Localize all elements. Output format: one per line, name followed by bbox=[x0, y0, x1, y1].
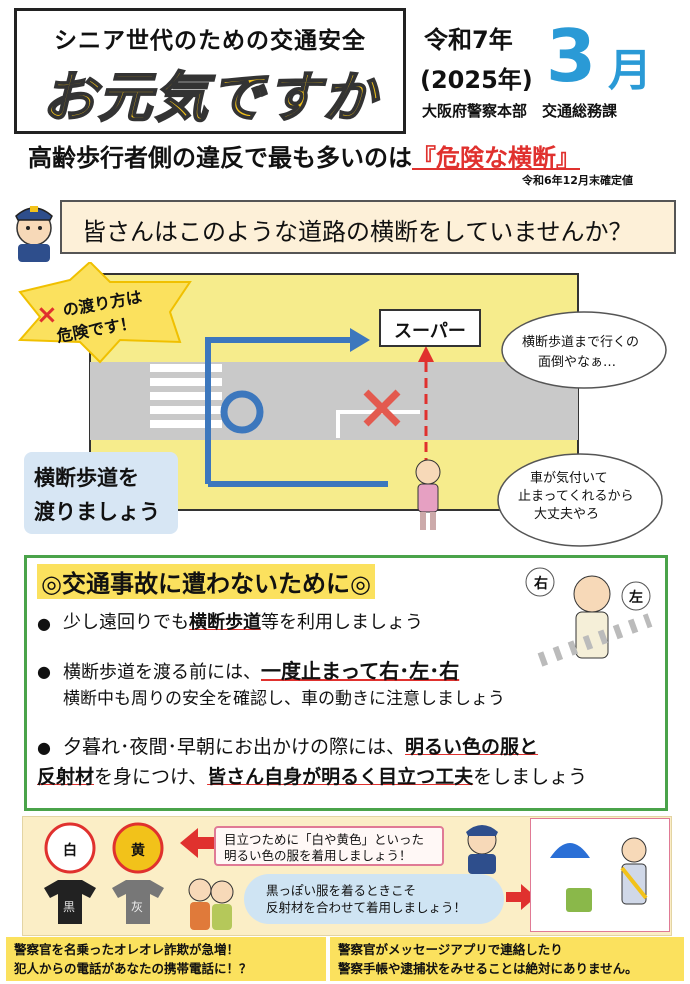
headline: 高齢歩行者側の違反で最も多いのは『危険な横断』 bbox=[28, 138, 580, 173]
danger-badge bbox=[17, 262, 192, 364]
crosswalk-label-line2: 渡りましょう bbox=[34, 500, 160, 524]
elderly-man-looking-icon bbox=[525, 567, 653, 667]
thought-bubble-1 bbox=[501, 311, 667, 389]
data-note: 令和6年12月末確定値 bbox=[522, 174, 633, 187]
bright-tip-line2: 明るい色の服を着用しましょう！ bbox=[224, 848, 412, 863]
safety-tips-box: ◎交通事故に遭わないために◎ ● 少し遠回りでも横断歩道等を利用しましょう ● … bbox=[24, 555, 668, 811]
scam-warning-right: 警察官がメッセージアプリで連絡したり 警察手帳や逮捕状をみせることは絶対にありま… bbox=[330, 937, 684, 981]
left-label: 左 bbox=[629, 590, 643, 606]
bubble2-line3: 大丈夫やろ bbox=[534, 507, 600, 522]
supermarket-sign bbox=[379, 309, 481, 347]
reflector-tip: 黒っぽい服を着るときこそ 反射材を合わせて着用しましょう！ bbox=[244, 874, 504, 924]
tip2-pre: 横断歩道を渡る前には、 bbox=[63, 662, 261, 683]
safe-route-arrow bbox=[205, 337, 350, 484]
tip3-mid: を身につけ、 bbox=[94, 766, 208, 788]
bullet-icon: ● bbox=[37, 738, 51, 757]
arrow-left-icon bbox=[180, 828, 216, 858]
ad-year: (2025年) bbox=[420, 66, 533, 94]
bubble1-line2: 面倒やなぁ… bbox=[538, 355, 617, 370]
title-box: シニア世代のための交通安全 お元気ですか bbox=[14, 8, 406, 134]
elderly-walker-icon bbox=[415, 459, 441, 530]
tip3-post: をしましょう bbox=[473, 766, 588, 788]
police-officer-icon bbox=[15, 206, 53, 262]
circle-ok-mark bbox=[220, 390, 264, 434]
issue-month-number: 3 bbox=[546, 14, 597, 98]
arrow-right-icon bbox=[506, 884, 536, 910]
bright-tip-line1: 目立つために「白や黄色」といった bbox=[224, 832, 425, 847]
warn-right-line1: 警察官がメッセージアプリで連絡したり bbox=[338, 942, 563, 957]
tip1-post: 等を利用しましょう bbox=[261, 612, 423, 633]
tip1-emphasis: 横断歩道 bbox=[189, 612, 261, 633]
police-officer-icon bbox=[466, 825, 498, 874]
reflective-gear-icon bbox=[530, 818, 670, 932]
thought-bubble-2 bbox=[497, 453, 663, 547]
warn-left-line1: 警察官を名乗ったオレオレ詐欺が急増！ bbox=[14, 942, 240, 957]
newsletter-subtitle: シニア世代のための交通安全 bbox=[54, 28, 366, 54]
bubble2-line2: 止まってくれるから bbox=[518, 489, 634, 504]
scam-warning-left: 警察官を名乗ったオレオレ詐欺が急増！ 犯人からの電話があなたの携帯電話に！？ bbox=[6, 937, 326, 981]
shirt-comparison-icon bbox=[44, 822, 164, 924]
tip2-emphasis: 一度止まって右･左･右 bbox=[261, 659, 460, 683]
bullet-icon: ● bbox=[37, 662, 51, 681]
issue-month-kanji: 月 bbox=[608, 45, 652, 96]
bullet-icon: ● bbox=[37, 614, 51, 633]
question-banner: 皆さんはこのような道路の横断をしていませんか？ bbox=[60, 200, 676, 254]
tip3-emphasis3: 皆さん自身が明るく目立つ工夫 bbox=[207, 766, 474, 788]
era-year: 令和7年 bbox=[424, 26, 513, 54]
shirt-yellow-label: 黄 bbox=[131, 843, 145, 859]
tip-1: 少し遠回りでも横断歩道等を利用しましょう bbox=[63, 610, 423, 636]
bright-clothes-tip: 目立つために「白や黄色」といった 明るい色の服を着用しましょう！ bbox=[214, 826, 444, 866]
crosswalk-label-line1: 横断歩道を bbox=[34, 466, 139, 490]
newsletter-title: お元気ですか bbox=[41, 65, 378, 130]
headline-highlight: 『危険な横断』 bbox=[412, 144, 580, 172]
question-text: 皆さんはこのような道路の横断をしていませんか？ bbox=[82, 218, 633, 246]
reflect-tip-line2: 反射材を合わせて着用しましょう！ bbox=[266, 900, 467, 915]
tip1-pre: 少し遠回りでも bbox=[63, 612, 189, 633]
tip3-emphasis: 明るい色の服と bbox=[405, 736, 539, 758]
warn-left-line2: 犯人からの電話があなたの携帯電話に！？ bbox=[14, 961, 252, 976]
tip3-line2: 反射材を身につけ、皆さん自身が明るく目立つ工夫をしましょう bbox=[37, 764, 587, 790]
shirt-black-label: 黒 bbox=[63, 900, 76, 914]
tips-heading: ◎交通事故に遭わないために◎ bbox=[37, 564, 375, 599]
elderly-couple-icon bbox=[188, 878, 234, 930]
badge-x-mark: × bbox=[36, 300, 58, 330]
bubble1-line1: 横断歩道まで行くの bbox=[522, 335, 640, 350]
tip3-pre: 夕暮れ･夜間･早朝にお出かけの際には、 bbox=[63, 736, 406, 758]
crossing-illustration bbox=[17, 262, 579, 530]
shirt-gray-label: 灰 bbox=[131, 900, 144, 914]
bubble2-line1: 車が気付いて bbox=[530, 471, 608, 486]
department-name: 大阪府警察本部 交通総務課 bbox=[422, 102, 618, 120]
supermarket-label: スーパー bbox=[394, 321, 466, 342]
headline-text: 高齢歩行者側の違反で最も多いのは bbox=[28, 144, 412, 172]
crosswalk-label: 横断歩道を 渡りましょう bbox=[24, 452, 178, 534]
right-label: 右 bbox=[534, 576, 548, 592]
warn-right-line2: 警察手帳や逮捕状をみせることは絶対にありません。 bbox=[338, 961, 638, 976]
shirt-white-label: 白 bbox=[63, 843, 77, 859]
reflect-tip-line1: 黒っぽい服を着るときこそ bbox=[266, 883, 417, 898]
crosswalk-stripes bbox=[150, 364, 222, 428]
tip-2: 横断歩道を渡る前には、一度止まって右･左･右 bbox=[63, 658, 459, 686]
tip-3: 夕暮れ･夜間･早朝にお出かけの際には、明るい色の服と bbox=[63, 734, 538, 760]
tip3-emphasis2: 反射材 bbox=[37, 766, 95, 788]
tip2-line2: 横断中も周りの安全を確認し、車の動きに注意しましょう bbox=[63, 689, 505, 709]
x-mark bbox=[363, 389, 401, 427]
